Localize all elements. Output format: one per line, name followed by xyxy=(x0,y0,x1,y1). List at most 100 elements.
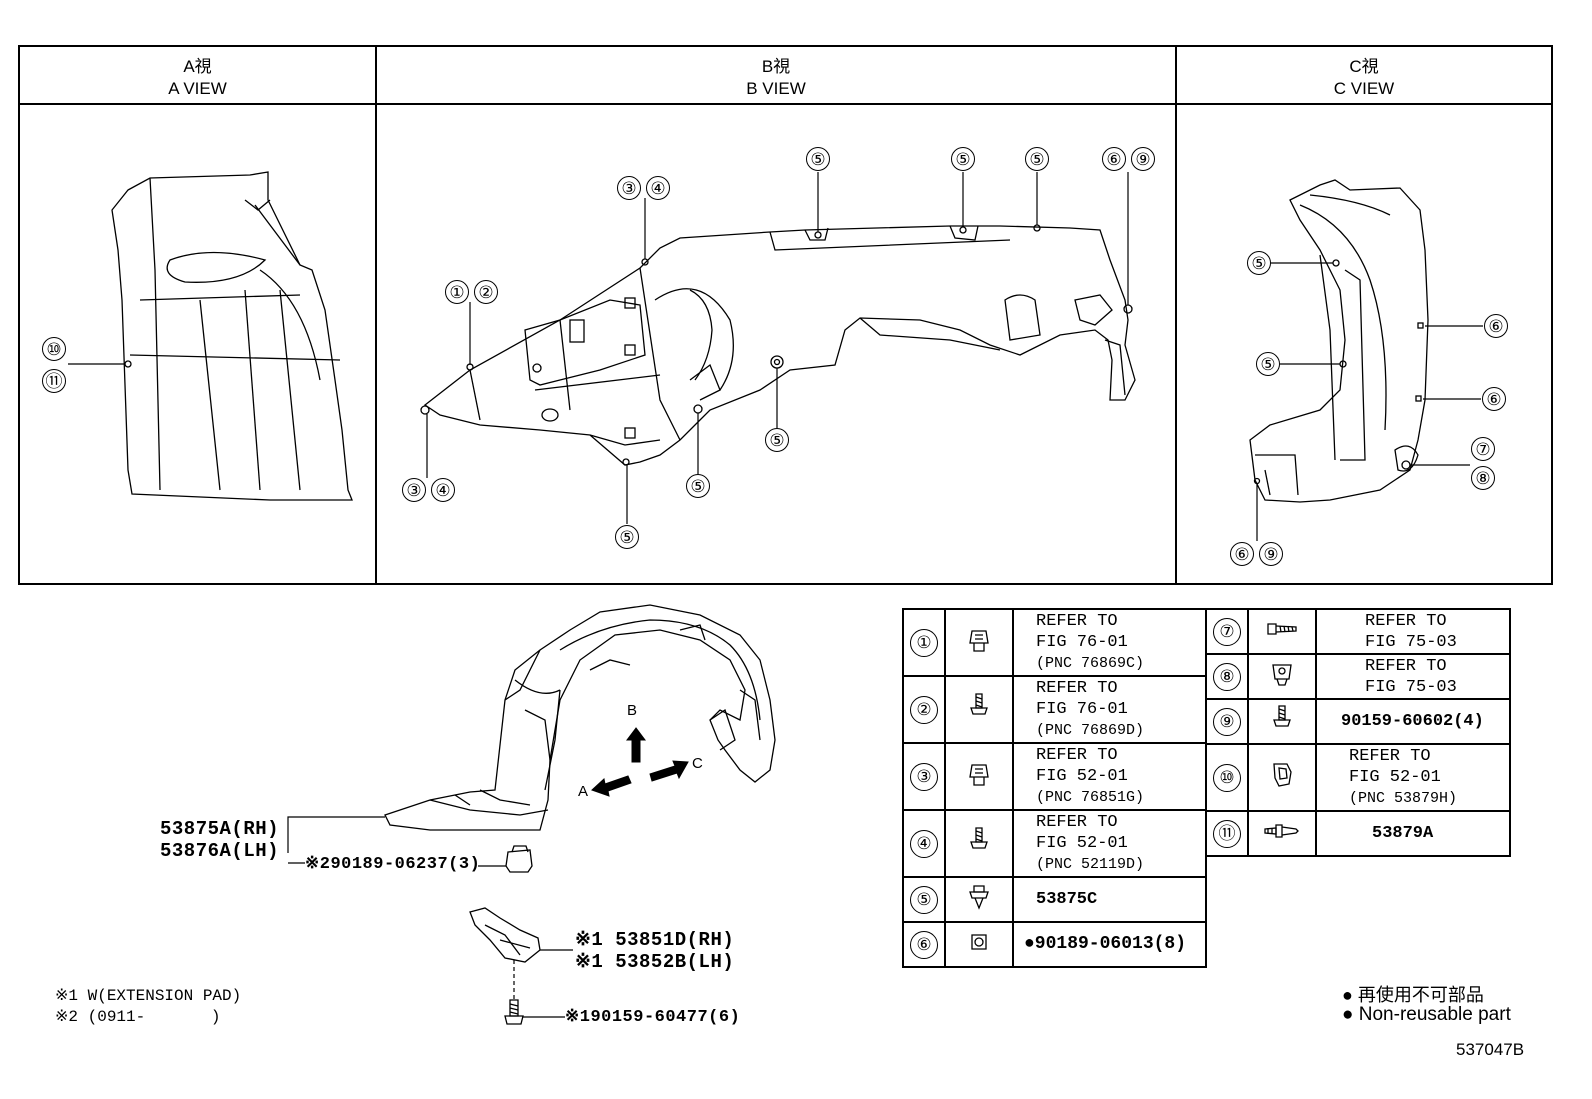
fig-text: FIG 75-03 xyxy=(1365,677,1457,697)
c-view-header: C視 C VIEW xyxy=(1177,47,1551,105)
b-view-callout-5-d: ⑤ xyxy=(806,147,830,171)
ref-text: REFER TO xyxy=(1365,611,1447,631)
a-view-title-jp: A視 xyxy=(183,57,212,76)
grommet-icon xyxy=(1272,664,1292,686)
ref-text: REFER TO xyxy=(1036,813,1118,832)
row-number: ⑩ xyxy=(1213,763,1241,792)
pnc-text: (PNC 76869C) xyxy=(1036,655,1145,672)
b-view-callout-4-bottom: ④ xyxy=(431,478,455,502)
ref-text: REFER TO xyxy=(1036,746,1118,765)
arrow-b-label: B xyxy=(627,702,638,719)
nut-icon xyxy=(971,934,987,950)
ref-text: REFER TO xyxy=(1349,747,1431,766)
b-view-header: B視 B VIEW xyxy=(377,47,1175,105)
note-2: ※2 (0911- ) xyxy=(55,1006,220,1026)
c-view-callout-8: ⑧ xyxy=(1471,466,1495,490)
b-view-callout-5-c: ⑤ xyxy=(765,428,789,452)
row-number: ⑦ xyxy=(1213,617,1241,646)
clip-icon xyxy=(969,630,989,652)
b-view-callout-5-a: ⑤ xyxy=(615,525,639,549)
b-view-callout-5-e: ⑤ xyxy=(951,147,975,171)
a-view-callout-11: ⑪ xyxy=(42,369,66,393)
screw-icon xyxy=(970,827,988,849)
table-row: ⑪ 53879A xyxy=(1205,810,1511,857)
row-number: ⑧ xyxy=(1213,662,1241,691)
c-view-callout-9: ⑨ xyxy=(1259,542,1283,566)
fig-text: FIG 52-01 xyxy=(1036,834,1128,853)
c-view-callout-7: ⑦ xyxy=(1471,437,1495,461)
table-row: ④ REFER TO FIG 52-01 (PNC 52119D) xyxy=(902,809,1207,878)
legend-jp-text: 再使用不可部品 xyxy=(1357,985,1484,1005)
pad-rh-label: ※1 53851D(RH) xyxy=(575,929,735,951)
fig-text: FIG 75-03 xyxy=(1365,632,1457,652)
table-row: ⑤ 53875C xyxy=(902,876,1207,923)
table-row: ③ REFER TO FIG 52-01 (PNC 76851G) xyxy=(902,742,1207,811)
screw-icon xyxy=(970,693,988,715)
b-view-callout-9: ⑨ xyxy=(1131,147,1155,171)
ref-text: REFER TO xyxy=(1036,612,1118,631)
b-view-callout-1: ① xyxy=(445,280,469,304)
liner-lh-label: 53876A(LH) xyxy=(160,840,280,862)
diagram-id: 537047B xyxy=(1456,1040,1525,1059)
b-view-callout-5-f: ⑤ xyxy=(1025,147,1049,171)
fastener-icon xyxy=(1264,824,1299,838)
c-view-callout-6-c: ⑥ xyxy=(1230,542,1254,566)
note-1: ※1 W(EXTENSION PAD) xyxy=(55,987,242,1005)
row-number: ⑥ xyxy=(910,930,938,959)
c-view-panel: C視 C VIEW xyxy=(1175,45,1553,585)
row-number: ② xyxy=(910,695,938,724)
pnc-text: (PNC 53879H) xyxy=(1349,790,1458,807)
c-view-title-jp: C視 xyxy=(1349,57,1379,76)
a-view-title-en: A VIEW xyxy=(168,79,227,98)
clip-icon xyxy=(969,764,989,786)
row-number: ④ xyxy=(910,829,938,858)
fig-text: FIG 76-01 xyxy=(1036,633,1128,652)
b-view-callout-3-top: ③ xyxy=(617,176,641,200)
c-view-title-en: C VIEW xyxy=(1333,79,1395,98)
fig-text: FIG 52-01 xyxy=(1349,768,1441,787)
bolt-icon xyxy=(1267,623,1297,635)
pnc-text: (PNC 76851G) xyxy=(1036,789,1145,806)
a-view-callout-10: ⑩ xyxy=(42,337,66,361)
row-number: ③ xyxy=(910,762,938,791)
b-view-callout-6: ⑥ xyxy=(1102,147,1126,171)
b-view-callout-4-top: ④ xyxy=(646,176,670,200)
legend-bullet-icon: ● xyxy=(1342,1004,1354,1025)
b-view-callout-5-b: ⑤ xyxy=(686,474,710,498)
b-view-title-en: B VIEW xyxy=(746,79,806,98)
ref-text: REFER TO xyxy=(1365,656,1447,676)
legend-en: ● Non-reusable part xyxy=(1342,1004,1511,1026)
note-2-close: ) xyxy=(210,1008,221,1026)
legend-en-text: Non-reusable part xyxy=(1358,1004,1511,1025)
clip-part-label: ※290189-06237(3) xyxy=(305,855,481,874)
part-number: ●90189-06013(8) xyxy=(1012,921,1207,968)
b-view-callout-2: ② xyxy=(474,280,498,304)
part-number: 53875C xyxy=(1012,876,1207,923)
arrow-a-label: A xyxy=(578,783,589,800)
push-clip-icon xyxy=(969,885,989,910)
b-view-callout-3-bottom: ③ xyxy=(402,478,426,502)
arrow-c-label: C xyxy=(692,755,703,772)
c-view-callout-5-b: ⑤ xyxy=(1256,352,1280,376)
part-number: 90159-60602(4) xyxy=(1315,698,1511,745)
legend-jp: ● 再使用不可部品 xyxy=(1342,981,1484,1007)
pnc-text: (PNC 76869D) xyxy=(1036,722,1145,739)
row-number: ⑪ xyxy=(1213,819,1241,848)
fig-text: FIG 52-01 xyxy=(1036,767,1128,786)
part-number: 53879A xyxy=(1315,810,1511,857)
ref-text: REFER TO xyxy=(1036,679,1118,698)
pnc-text: (PNC 52119D) xyxy=(1036,856,1145,873)
c-view-callout-6-a: ⑥ xyxy=(1484,314,1508,338)
table-row: ⑥ ●90189-06013(8) xyxy=(902,921,1207,968)
liner-rh-label: 53875A(RH) xyxy=(160,818,280,840)
